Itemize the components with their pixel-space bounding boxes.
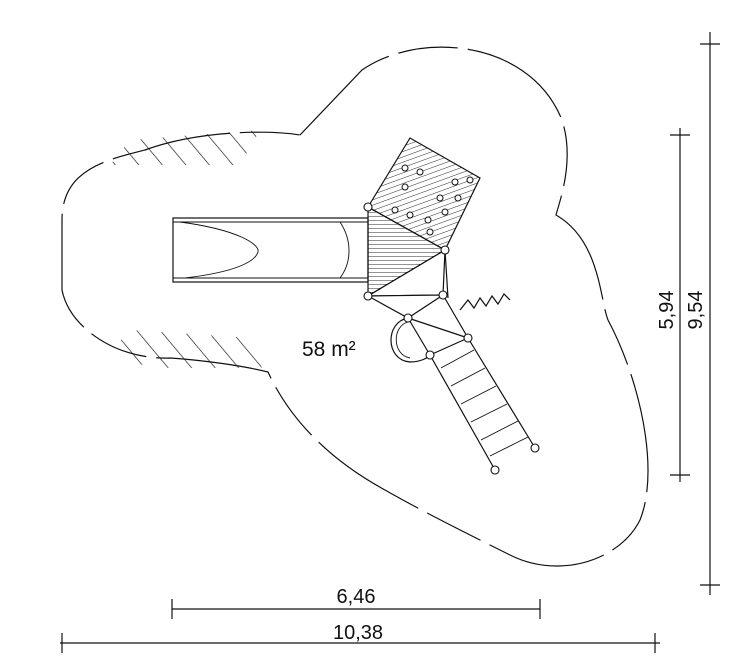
hatched-zone-bottom (110, 330, 262, 368)
safety-zone-outline (61, 46, 649, 567)
platform (365, 205, 469, 356)
post-nodes (363, 202, 540, 475)
area-label: 58 m² (302, 338, 356, 361)
half-round-panel (390, 317, 431, 363)
dimension-height-outer-label: 9,54 (685, 291, 707, 330)
hatched-zone-top (110, 130, 260, 165)
spring-element (459, 293, 511, 311)
dimension-height-outer: 9,54 (685, 32, 720, 595)
dimension-height-inner-label: 5,94 (656, 291, 678, 330)
dimension-width-outer: 10,38 (60, 622, 660, 653)
ladder (429, 337, 536, 471)
dimension-height-inner: 5,94 (656, 128, 690, 482)
dimension-width-inner-label: 6,46 (337, 586, 376, 608)
dimension-width-inner: 6,46 (171, 586, 541, 619)
dimension-width-outer-label: 10,38 (333, 622, 383, 644)
slide (172, 217, 369, 283)
